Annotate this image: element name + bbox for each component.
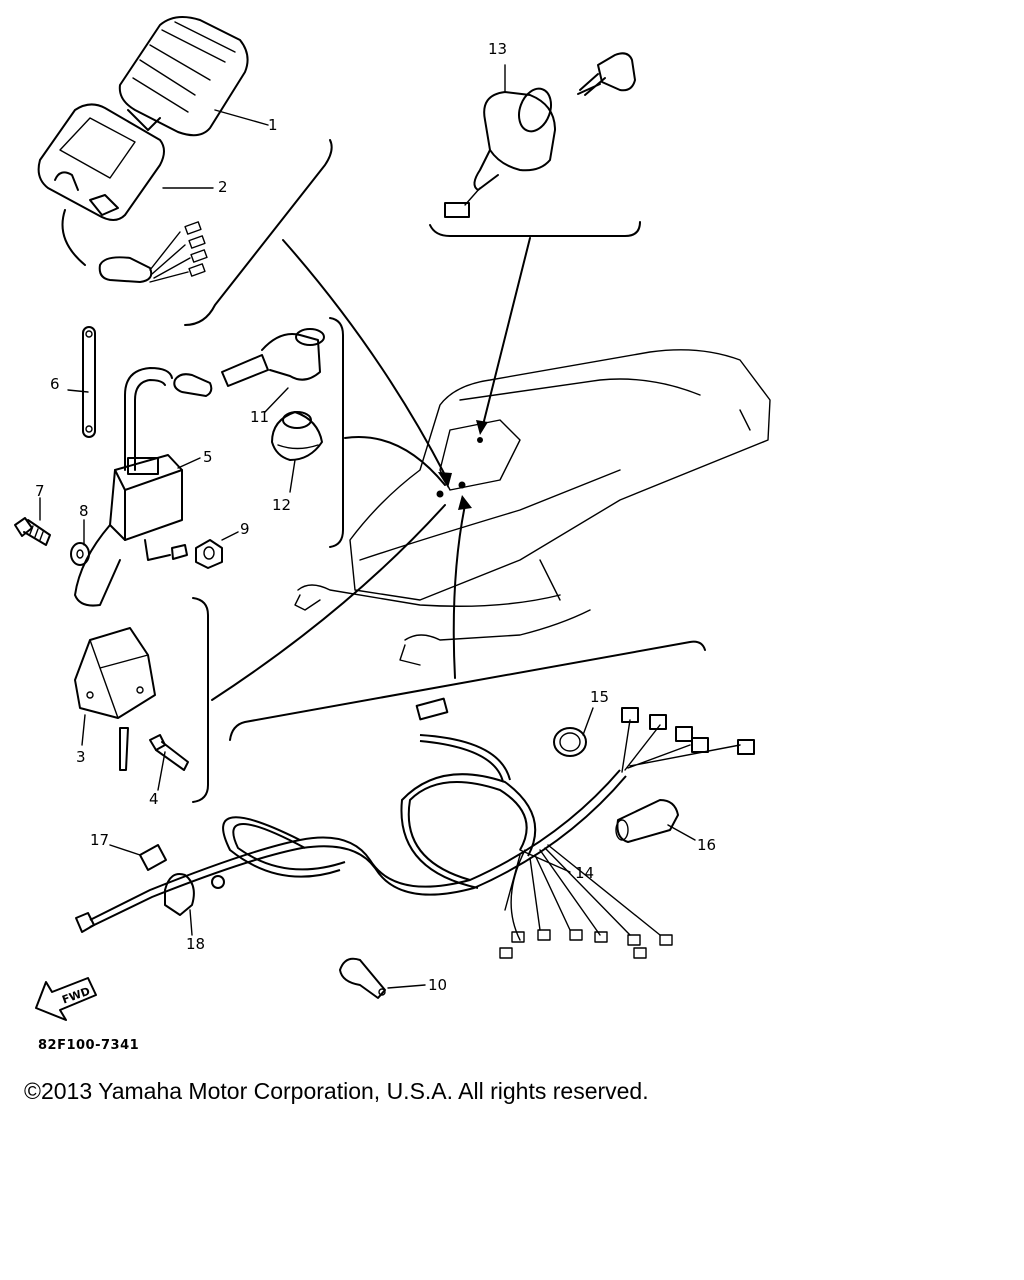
exploded-parts-diagram: FWD	[14, 15, 771, 1021]
callout-8: 8	[79, 502, 89, 520]
part-7-bolt	[14, 517, 51, 546]
callout-7: 7	[35, 482, 45, 500]
callout-13: 13	[488, 40, 508, 58]
snowmobile-body-outline	[294, 349, 771, 666]
harness-connectors-top	[621, 707, 755, 755]
part-12-cap-cover	[271, 411, 323, 461]
part-8-washer	[70, 542, 90, 566]
part-16-cap	[615, 799, 679, 843]
callout-14: 14	[575, 864, 595, 882]
part-15-grommet	[553, 727, 587, 757]
part-11-plug-cap	[173, 328, 325, 397]
callout-11: 11	[250, 408, 270, 426]
location-arrows	[211, 237, 531, 701]
harness-terminals-bottom	[499, 929, 673, 959]
part-5-ignition-coil	[74, 367, 188, 607]
part-10-clamp	[339, 957, 386, 999]
callout-6: 6	[50, 375, 60, 393]
part-18-clamp	[164, 873, 225, 916]
fwd-arrow-icon: FWD	[35, 977, 97, 1021]
callout-12: 12	[272, 496, 292, 514]
drawing-code: 82F100-7341	[38, 1038, 140, 1053]
callout-leader-lines	[39, 64, 696, 989]
callout-1: 1	[268, 116, 278, 134]
callout-9: 9	[240, 520, 250, 538]
callout-15: 15	[590, 688, 610, 706]
callout-5: 5	[203, 448, 213, 466]
part-13-main-switch	[444, 52, 636, 218]
copyright-notice: ©2013 Yamaha Motor Corporation, U.S.A. A…	[24, 1078, 649, 1104]
part-9-nut	[195, 539, 223, 569]
group-separator-lines	[184, 139, 706, 803]
callout-18: 18	[186, 935, 206, 953]
part-2-switch-housing	[37, 103, 208, 283]
part-3-cdi-unit	[74, 627, 156, 719]
callout-16: 16	[697, 836, 717, 854]
callout-3: 3	[76, 748, 86, 766]
callout-10: 10	[428, 976, 448, 994]
part-1-cover	[118, 15, 249, 137]
callout-2: 2	[218, 178, 228, 196]
callout-4: 4	[149, 790, 159, 808]
part-17-sleeve	[139, 844, 167, 871]
part-4-bolt	[119, 727, 189, 771]
callout-17: 17	[90, 831, 110, 849]
part-6-stay	[82, 326, 96, 438]
part-14-wire-harness	[75, 697, 755, 959]
